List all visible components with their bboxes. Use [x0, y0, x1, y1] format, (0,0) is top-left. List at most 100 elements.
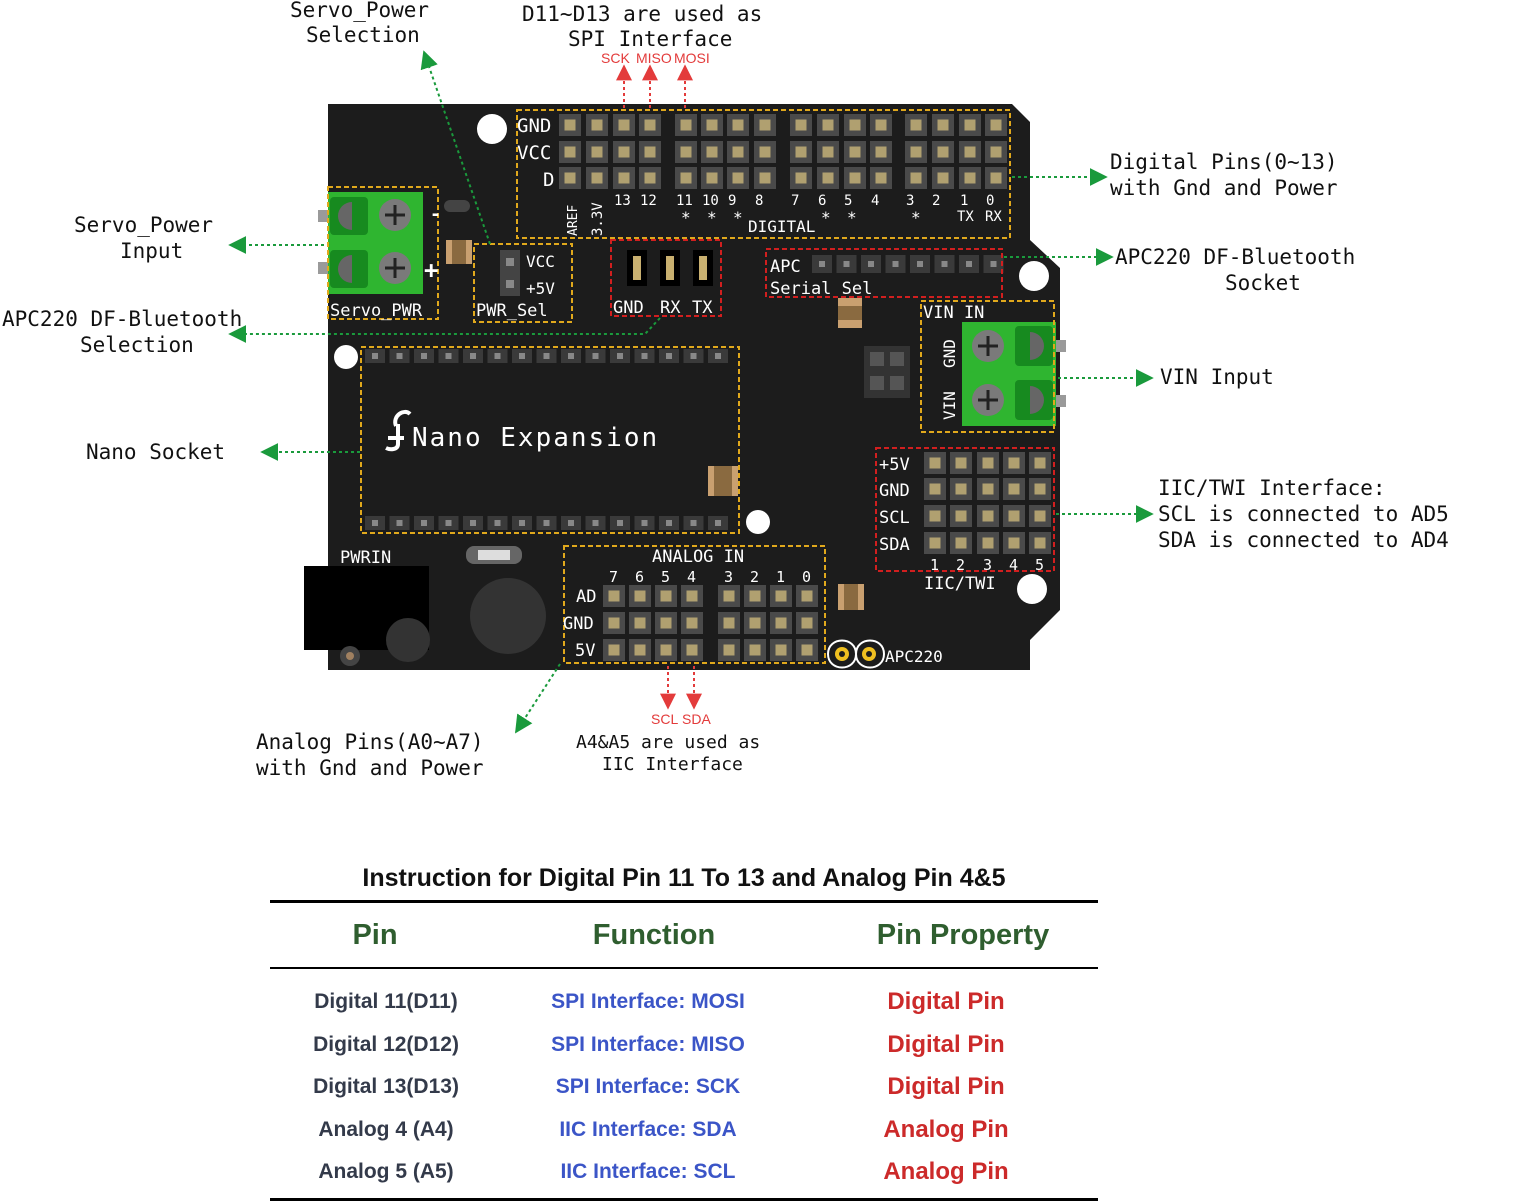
digital-pin-number: 9	[728, 193, 736, 209]
table-row: Digital 12(D12) SPI Interface: MISO Digi…	[270, 1024, 1098, 1067]
socket-hole	[544, 520, 550, 526]
table-title: Instruction for Digital Pin 11 To 13 and…	[270, 858, 1098, 900]
pin-pad	[1035, 484, 1046, 495]
socket-hole	[421, 520, 427, 526]
pin-pad	[760, 147, 771, 158]
pin-pad	[938, 173, 949, 184]
sel-rx-label: RX	[660, 298, 681, 318]
minus-label: -	[430, 204, 441, 225]
pin-pad	[687, 618, 698, 629]
socket-hole	[495, 353, 501, 359]
pin-pad	[823, 147, 834, 158]
pin-pad	[681, 173, 692, 184]
pin-pad	[724, 618, 735, 629]
iic-pin-number: 1	[930, 556, 939, 574]
analog-in-label: ANALOG IN	[652, 547, 744, 567]
socket-hole	[593, 353, 599, 359]
pin-pad	[645, 173, 656, 184]
callout-digital-pins: with Gnd and Power	[1110, 176, 1338, 200]
pin-pad	[635, 591, 646, 602]
table-bottom-rule	[270, 1198, 1098, 1201]
pwr-sel-5v-label: +5V	[526, 279, 555, 298]
vin-vin-label: VIN	[940, 391, 959, 420]
pin-pad	[1035, 458, 1046, 469]
socket-hole	[991, 261, 997, 267]
analog-pin-number: 2	[750, 568, 759, 586]
pin-pad	[733, 173, 744, 184]
tx-label: TX	[957, 209, 974, 225]
pin-pad	[724, 645, 735, 656]
iic-pin-number: 5	[1035, 556, 1044, 574]
nano-title: Nano Expansion	[412, 423, 659, 453]
pin-pad	[760, 120, 771, 131]
digital-pin-number: 7	[791, 193, 799, 209]
pin-pad	[991, 173, 1002, 184]
iic-label: IIC/TWI	[924, 574, 996, 594]
mounting-hole	[477, 114, 507, 144]
digital-pin-number: 13	[614, 193, 631, 209]
pin-pad	[661, 645, 672, 656]
vin-gnd-label: GND	[940, 339, 959, 368]
pin-pad	[687, 645, 698, 656]
serial-sel-label: Serial Sel	[770, 279, 872, 299]
pin-pad	[965, 173, 976, 184]
pin-pad	[776, 645, 787, 656]
apc220-label: APC220	[885, 647, 943, 666]
socket-hole	[617, 353, 623, 359]
cell-property: Digital Pin	[794, 1073, 1098, 1101]
digital-row-label: D	[543, 169, 554, 191]
pin-pad	[565, 120, 576, 131]
pin-pad	[991, 147, 1002, 158]
callout-iic-note: A4&A5 are used as	[576, 732, 760, 753]
pin-pad	[687, 591, 698, 602]
digital-pin-number: 8	[755, 193, 763, 209]
pin-pad	[1009, 484, 1020, 495]
pwm-mark: *	[821, 208, 831, 227]
pwm-mark: *	[847, 208, 857, 227]
cell-function: IIC Interface: SCL	[502, 1160, 794, 1184]
iic-pin-number: 2	[956, 556, 965, 574]
callout-apc-socket: Socket	[1225, 271, 1301, 295]
v33-label: 3.3V	[590, 202, 606, 236]
cell-function: SPI Interface: MISO	[502, 1033, 794, 1057]
socket-hole	[568, 520, 574, 526]
socket-hole	[617, 520, 623, 526]
pin-pad	[802, 591, 813, 602]
vin-in-label: VIN IN	[923, 303, 984, 323]
cell-property: Digital Pin	[794, 988, 1098, 1016]
socket-hole	[446, 520, 452, 526]
socket-hole	[372, 353, 378, 359]
pin-pad	[592, 147, 603, 158]
pin-pad	[776, 591, 787, 602]
callout-servo-selection: Servo_Power	[290, 0, 429, 22]
analog-pin-number: 6	[635, 568, 644, 586]
pin-pad	[823, 173, 834, 184]
socket-hole	[397, 353, 403, 359]
pin-pad	[850, 120, 861, 131]
mounting-hole	[1017, 574, 1047, 604]
pin-pad	[956, 484, 967, 495]
cell-pin: Analog 5 (A5)	[270, 1160, 502, 1184]
pin-pad	[733, 120, 744, 131]
socket-hole	[470, 353, 476, 359]
vin-terminal	[962, 322, 1066, 426]
pin-pad	[619, 173, 630, 184]
pin-pad	[930, 538, 941, 549]
pin-pad	[733, 147, 744, 158]
pin-pad	[991, 120, 1002, 131]
sel-gnd-label: GND	[613, 298, 644, 318]
pin-pad	[645, 147, 656, 158]
socket-hole	[642, 353, 648, 359]
pwrin-label: PWRIN	[340, 548, 391, 568]
pin-pad	[850, 173, 861, 184]
iic-pin-number: 3	[983, 556, 992, 574]
table-header-row: Pin Function Pin Property	[270, 903, 1098, 969]
callout-analog: Analog Pins(A0~A7)	[256, 730, 484, 754]
socket-hole	[568, 353, 574, 359]
pin-pad	[1009, 538, 1020, 549]
pin-pad	[876, 120, 887, 131]
socket-hole	[917, 261, 923, 267]
pin-pad	[876, 147, 887, 158]
analog-pin-number: 0	[802, 568, 811, 586]
iic-row-label: SDA	[879, 535, 910, 555]
